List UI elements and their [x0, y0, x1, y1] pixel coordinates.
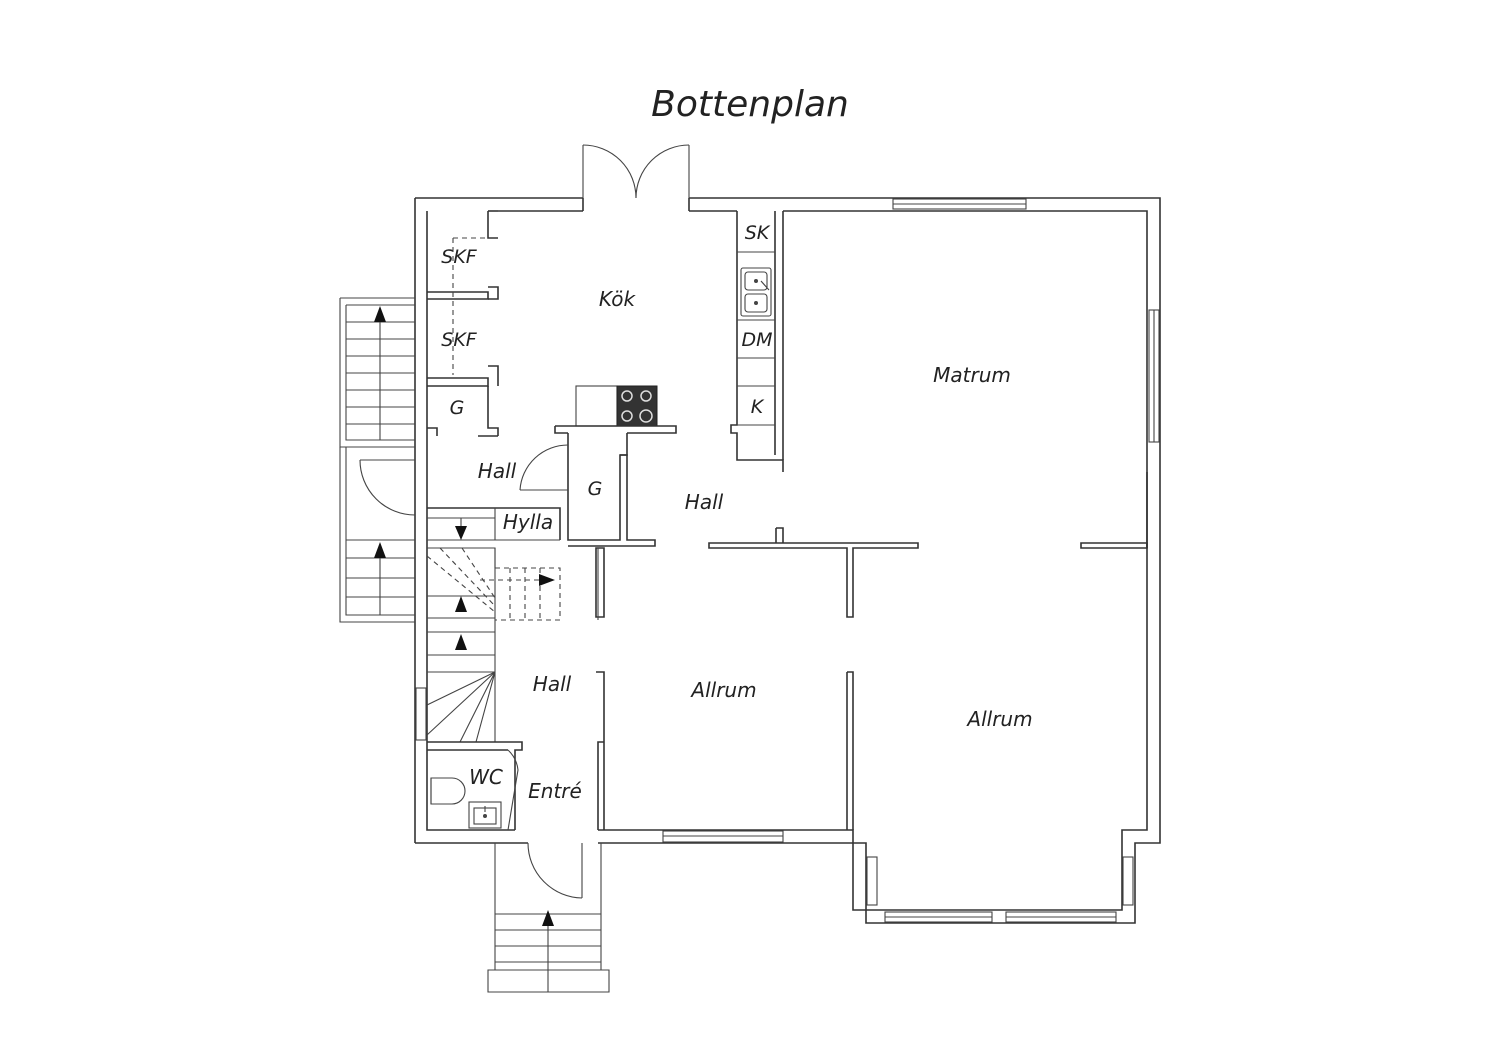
- room-label-g-2: G: [588, 478, 603, 500]
- sink-icon: [740, 267, 772, 317]
- room-label-entre: Entré: [528, 779, 582, 803]
- exterior-stairs-left-lower: [339, 447, 416, 623]
- toilet-icon: [430, 777, 466, 805]
- room-label-hall-1: Hall: [478, 459, 517, 483]
- room-label-matrum: Matrum: [933, 363, 1011, 387]
- interior-staircase: [426, 547, 599, 743]
- arrow-up-icon: [542, 910, 554, 926]
- washbasin-icon: [468, 801, 502, 829]
- exterior-stairs-bottom: [487, 843, 610, 993]
- room-label-k: K: [751, 396, 765, 418]
- inner-walls-center: [427, 433, 1148, 830]
- room-label-hall-2: Hall: [685, 490, 724, 514]
- room-label-allrum-1: Allrum: [689, 678, 756, 702]
- room-label-sk: SK: [745, 222, 771, 244]
- windows: [415, 198, 1160, 923]
- room-label-wc: WC: [469, 765, 503, 789]
- exterior-stairs-left-upper: [339, 297, 415, 448]
- outer-walls: [414, 197, 1161, 924]
- room-label-hylla: Hylla: [503, 510, 553, 534]
- arrow-up-icon: [374, 306, 386, 322]
- double-door-top: [582, 144, 690, 199]
- entrance-door: [527, 842, 583, 899]
- storage-walls: [427, 210, 499, 437]
- room-label-g-1: G: [450, 397, 465, 419]
- room-label-skf-1: SKF: [441, 246, 478, 268]
- kitchen-cabinets: [730, 211, 784, 472]
- room-label-hall-3: Hall: [533, 672, 572, 696]
- room-label-dm: DM: [741, 329, 772, 351]
- room-label-skf-2: SKF: [441, 329, 478, 351]
- room-label-kok: Kök: [599, 287, 637, 311]
- arrow-up-icon: [374, 542, 386, 558]
- room-label-allrum-2: Allrum: [965, 707, 1032, 731]
- stove-icon: [554, 385, 677, 434]
- arrow-up-icon: [455, 518, 555, 650]
- wc-walls: [427, 741, 523, 831]
- plan-title: Bottenplan: [651, 84, 849, 125]
